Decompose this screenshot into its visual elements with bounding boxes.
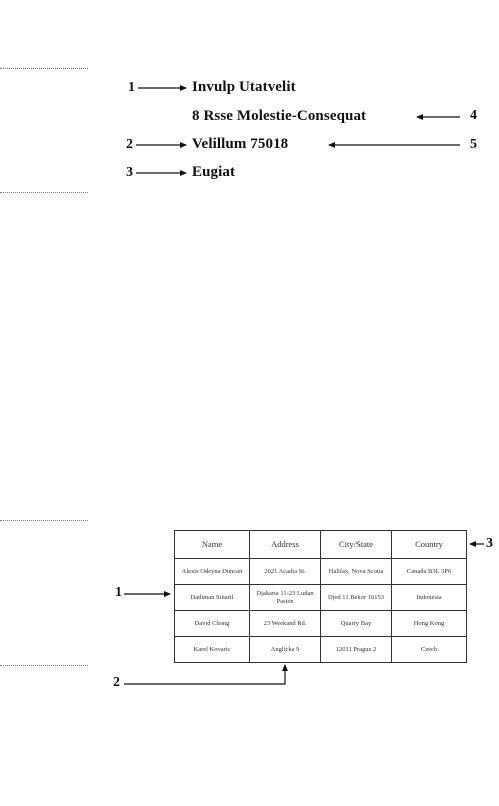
callout-number: 1	[128, 80, 135, 95]
callout-number: 4	[470, 108, 477, 123]
table-cell: Djakarta 11-23 Ludan Pasten	[249, 584, 321, 611]
table-cell: Indonesia	[391, 584, 467, 611]
table-cell: Karel Kovaric	[174, 636, 250, 663]
callout-number: 2	[113, 675, 120, 690]
callout-number: 1	[115, 585, 122, 600]
callout-number: 3	[486, 536, 493, 551]
table-cell: David Chong	[174, 610, 250, 637]
table-cell: Czech	[391, 636, 467, 663]
callout-number: 2	[126, 137, 133, 152]
table-row: Karel Kovaric Anglicka 9 12011 Prague 2 …	[174, 636, 467, 663]
table-row: Dadiman Sinaril Djakarta 11-23 Ludan Pas…	[174, 584, 467, 611]
table-cell: Djed 11 Bekor 16153	[320, 584, 392, 611]
table-cell: Hong Kong	[391, 610, 467, 637]
table-cell: 12011 Prague 2	[320, 636, 392, 663]
callout-number: 3	[126, 165, 133, 180]
address-line-1: Invulp Utatvelit	[192, 79, 296, 95]
divider-dotted	[0, 68, 88, 69]
arrow-to-table-cell	[124, 664, 288, 685]
table-row: Alexis Odeyna Duncan 2021 Acadia St. Hal…	[174, 558, 467, 585]
table-cell: Quarry Bay	[320, 610, 392, 637]
table-cell: Canada B3L 3P6	[391, 558, 467, 585]
address-line-2: 8 Rsse Molestie-Consequat	[192, 108, 367, 124]
divider-dotted	[0, 665, 88, 666]
divider-dotted	[0, 520, 88, 521]
table-cell: 23 Weekand Rd.	[249, 610, 321, 637]
table-cell: Anglicka 9	[249, 636, 321, 663]
table-row: David Chong 23 Weekand Rd. Quarry Bay Ho…	[174, 610, 467, 637]
table-cell: Halifax, Nova Scotia	[320, 558, 392, 585]
address-table: Name Address City/State Country Alexis O…	[174, 530, 467, 663]
divider-dotted	[0, 192, 88, 193]
callout-number: 5	[470, 137, 477, 152]
column-header: City/State	[320, 530, 392, 559]
address-line-3: Velillum 75018	[192, 136, 289, 152]
address-line-4: Eugiat	[192, 164, 236, 180]
